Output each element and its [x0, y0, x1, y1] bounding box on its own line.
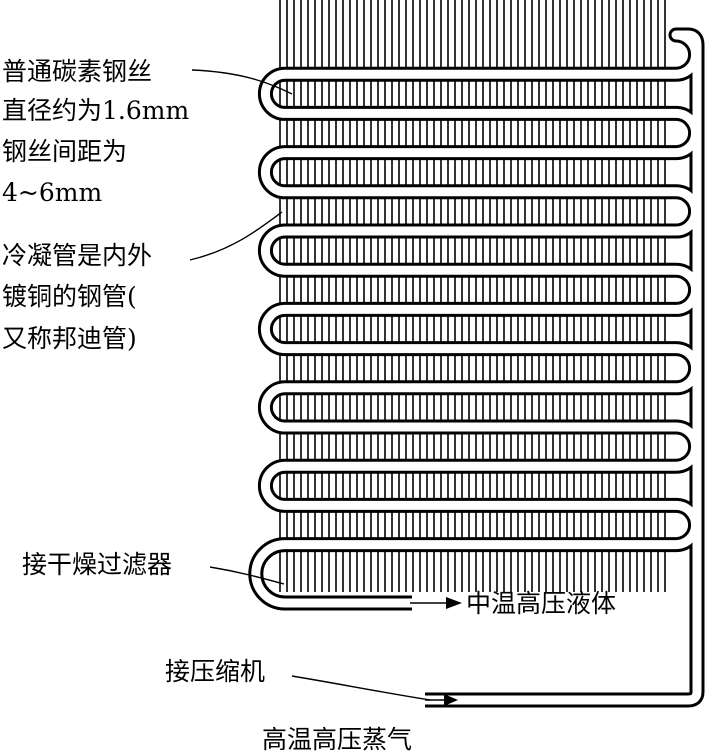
label-inlet-vapor: 高温高压蒸气 [262, 725, 412, 754]
steel-wire-grid [279, 0, 666, 592]
label-outlet-liquid: 中温高压液体 [466, 589, 616, 618]
label-wire-material: 普通碳素钢丝 [2, 57, 152, 86]
label-compressor-connect: 接压缩机 [165, 657, 265, 686]
inlet-arrow [425, 694, 458, 706]
label-wire-spacing-2: 4~6mm [2, 178, 102, 207]
condenser-tube-bore [251, 30, 702, 705]
leader-tube-desc [189, 211, 283, 261]
label-tube-desc-3: 又称邦迪管) [2, 324, 137, 353]
label-filter-connect: 接干燥过滤器 [22, 550, 172, 579]
label-wire-diameter: 直径约为1.6mm [2, 96, 189, 125]
label-wire-spacing-1: 钢丝间距为 [2, 137, 127, 166]
label-tube-desc-1: 冷凝管是内外 [2, 241, 152, 270]
outlet-arrow [410, 597, 462, 609]
label-tube-desc-2: 镀铜的钢管( [2, 282, 137, 311]
leader-wire-material [191, 69, 293, 95]
leader-compressor-connect [291, 675, 431, 701]
condenser-tube [248, 27, 705, 708]
leader-filter-connect [209, 566, 285, 585]
